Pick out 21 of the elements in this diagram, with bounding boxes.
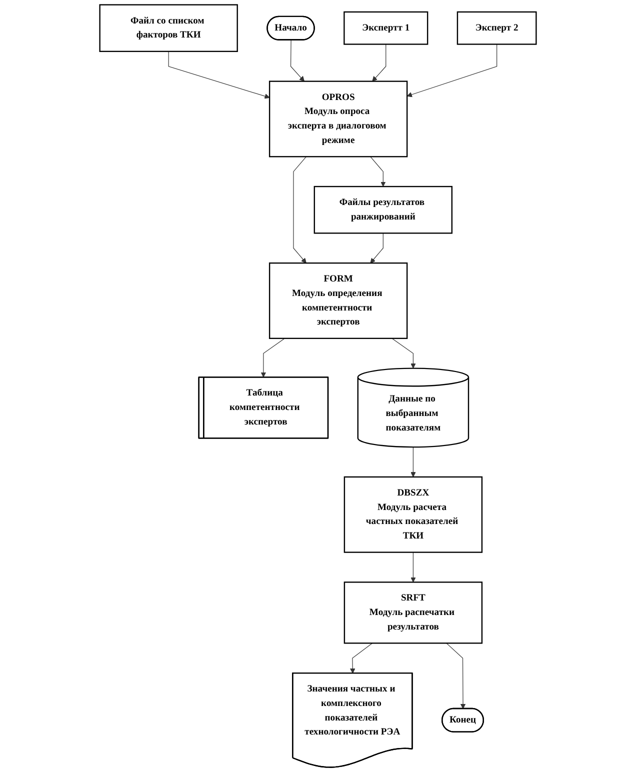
node-box: Файлы результатов ранжирований xyxy=(314,186,452,234)
arrow xyxy=(410,446,416,478)
arrow xyxy=(372,44,386,82)
arrow xyxy=(370,232,384,264)
node-box: OPROS Модуль опроса эксперта в диалоговом режиме xyxy=(268,80,408,158)
arrow xyxy=(260,338,285,378)
node-box: DBSZX Модуль расчета частных показателей ТКИ xyxy=(344,476,483,553)
node-box: SRFT Модуль распечатки результатов xyxy=(344,582,483,644)
arrow xyxy=(370,156,386,187)
arrow xyxy=(410,552,416,582)
node-box: Эксперт 2 xyxy=(456,11,537,45)
arrow xyxy=(406,44,498,98)
arrow xyxy=(293,156,306,264)
arrow xyxy=(168,51,270,99)
node-box: Файл со списком факторов ТКИ xyxy=(99,4,238,52)
arrow xyxy=(446,642,466,710)
arrow xyxy=(350,642,373,674)
node-box: Экспертт 1 xyxy=(344,11,428,45)
arrow xyxy=(392,338,416,369)
arrow xyxy=(290,40,304,82)
node-box: FORM Модуль определения компетентности экспертов xyxy=(268,262,408,339)
